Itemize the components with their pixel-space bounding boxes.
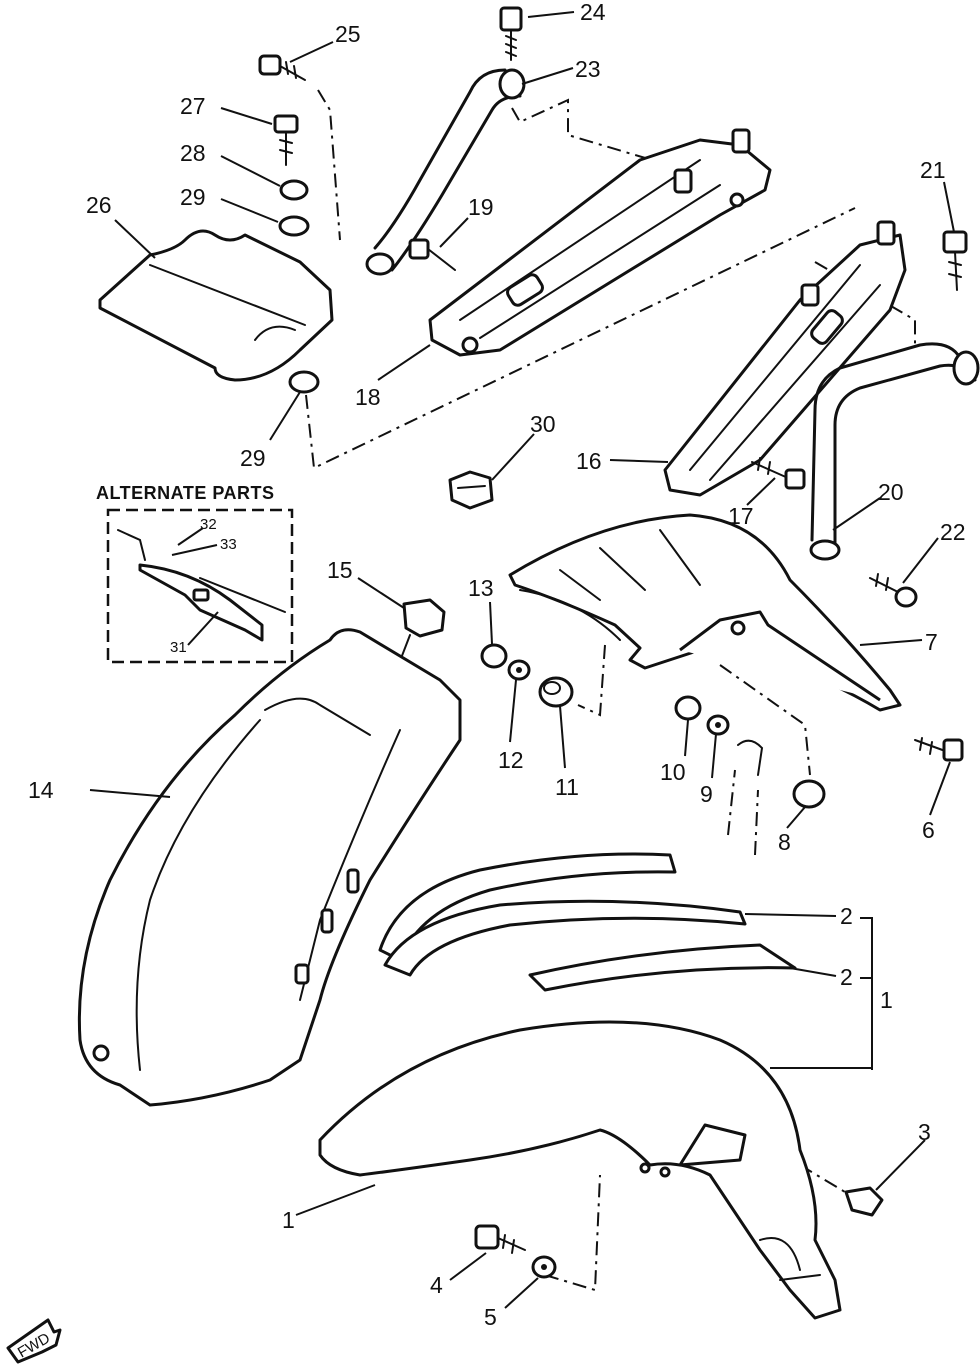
callout-9: 9 xyxy=(700,781,713,807)
part-11-collar xyxy=(538,676,574,708)
callout-16: 16 xyxy=(576,448,602,474)
part-30-clip xyxy=(448,470,494,510)
callout-29-lower: 29 xyxy=(240,445,266,471)
part-12-washer xyxy=(507,659,531,681)
part-28-nut xyxy=(279,179,309,201)
part-7-fender-section xyxy=(508,513,902,712)
callout-14: 14 xyxy=(28,777,54,803)
part-24-bolt xyxy=(499,6,523,61)
callout-25: 25 xyxy=(335,21,361,47)
part-19-bolt xyxy=(408,238,456,271)
callout-7: 7 xyxy=(925,629,938,655)
alternate-parts-heading: ALTERNATE PARTS xyxy=(96,483,275,503)
part-25-bolt xyxy=(258,54,306,81)
callout-17: 17 xyxy=(728,503,754,529)
callout-33: 33 xyxy=(220,536,237,553)
part-27-bolt xyxy=(273,114,299,166)
callout-8: 8 xyxy=(778,829,791,855)
part-1-front-fender xyxy=(318,1020,842,1320)
callout-3: 3 xyxy=(918,1119,931,1145)
callout-31: 31 xyxy=(170,639,187,656)
part-29-washer xyxy=(278,215,310,237)
part-26-cover xyxy=(98,229,334,382)
callout-13: 13 xyxy=(468,575,494,601)
callout-22: 22 xyxy=(940,519,966,545)
part-18-rail xyxy=(428,128,772,357)
callout-30: 30 xyxy=(530,411,556,437)
part-2-stripe-upper xyxy=(378,852,747,977)
part-29-washer-lower xyxy=(288,370,320,394)
callout-29: 29 xyxy=(180,184,206,210)
callout-2-lower: 2 xyxy=(840,964,853,990)
part-3-clip xyxy=(844,1186,884,1217)
callout-28: 28 xyxy=(180,140,206,166)
callout-18: 18 xyxy=(355,384,381,410)
callout-26: 26 xyxy=(86,192,112,218)
part-5-washer xyxy=(531,1255,557,1279)
part-21-bolt xyxy=(942,230,968,291)
fwd-arrow-icon: FWD xyxy=(6,1318,62,1364)
part-6-bolt xyxy=(914,737,964,762)
part-17-bolt xyxy=(751,457,806,490)
leader-lines xyxy=(89,11,955,1309)
callout-bracket-1-2 xyxy=(770,917,873,1070)
part-4-bolt xyxy=(474,1224,526,1254)
part-16-rail xyxy=(663,220,907,497)
callout-19: 19 xyxy=(468,194,494,220)
part-10-nut xyxy=(674,695,702,721)
callout-27: 27 xyxy=(180,93,206,119)
callout-32: 32 xyxy=(200,516,217,533)
part-9-washer xyxy=(706,714,730,736)
callout-23: 23 xyxy=(575,56,601,82)
part-13-nut xyxy=(480,643,508,669)
callout-2-upper: 2 xyxy=(840,903,853,929)
part-22-bolt xyxy=(869,573,918,608)
callout-21: 21 xyxy=(920,157,946,183)
alternate-parts-box xyxy=(106,508,294,664)
part-8-collar xyxy=(737,739,826,809)
callout-1: 1 xyxy=(282,1207,295,1233)
part-2-stripe-lower xyxy=(528,943,797,992)
callout-1-bracket: 1 xyxy=(880,987,893,1013)
callout-labels: 24 23 25 27 28 29 26 29 19 18 30 16 17 2… xyxy=(28,0,966,1330)
callout-6: 6 xyxy=(922,817,935,843)
assembly-guide-lines xyxy=(305,89,916,1292)
callout-12: 12 xyxy=(498,747,524,773)
callout-10: 10 xyxy=(660,759,686,785)
callout-20: 20 xyxy=(878,479,904,505)
callout-5: 5 xyxy=(484,1304,497,1330)
callout-11: 11 xyxy=(555,774,579,800)
callout-15: 15 xyxy=(327,557,353,583)
callout-4: 4 xyxy=(430,1272,443,1298)
callout-24: 24 xyxy=(580,0,606,25)
part-14-fender xyxy=(77,628,462,1107)
part-23-grab-pipe xyxy=(365,68,526,276)
part-20-grab-rail xyxy=(809,342,980,561)
